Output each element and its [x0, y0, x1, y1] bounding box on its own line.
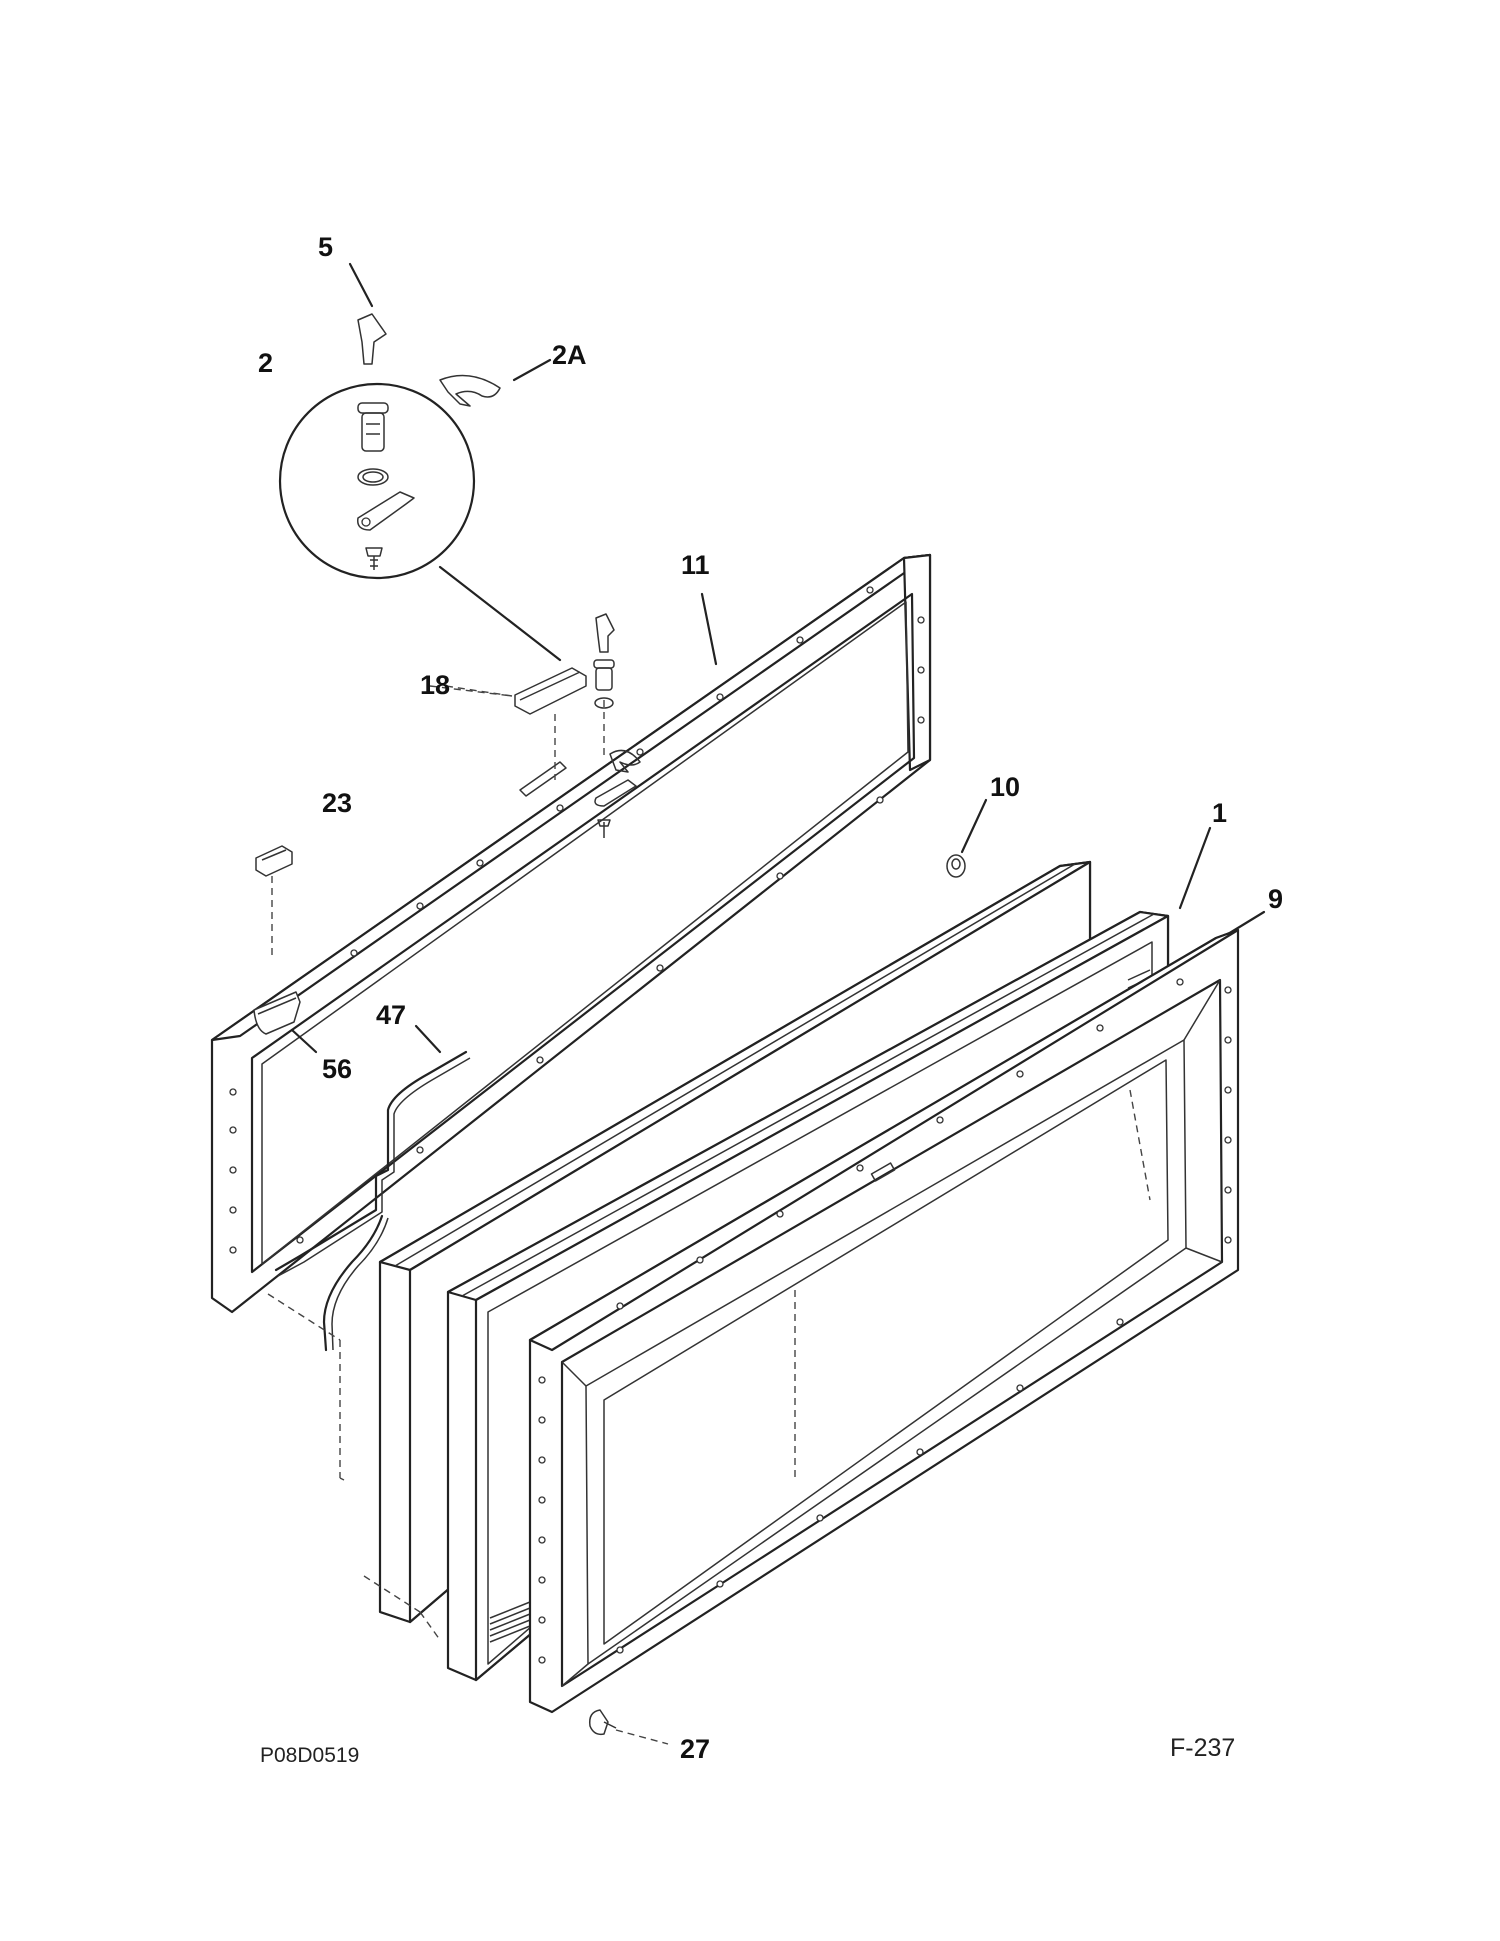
drawing-code: P08D0519 — [260, 1744, 359, 1767]
label-part-23: 23 — [322, 788, 352, 818]
bumper — [946, 798, 988, 878]
label-part-10: 10 — [990, 772, 1020, 802]
figure-number: F-237 — [1170, 1734, 1235, 1762]
label-part-47: 47 — [376, 1000, 406, 1030]
label-part-27: 27 — [680, 1734, 710, 1764]
key — [348, 262, 387, 365]
lock-parts-exploded — [593, 613, 641, 838]
part-labels: 5 2 2A 11 18 23 10 1 9 47 56 27 — [258, 232, 1283, 1764]
push-pin — [588, 1709, 669, 1745]
label-part-1: 1 — [1212, 798, 1227, 828]
outer-door-panel — [528, 928, 1240, 1714]
lock-assembly-detail — [278, 382, 562, 662]
label-part-56: 56 — [322, 1054, 352, 1084]
label-part-18: 18 — [420, 670, 450, 700]
door-handle — [445, 667, 587, 780]
label-part-5: 5 — [318, 232, 333, 262]
bracket — [253, 991, 318, 1054]
label-part-2: 2 — [258, 348, 273, 378]
door-liner-frame — [210, 553, 932, 1314]
label-part-2A: 2A — [552, 340, 587, 370]
hinge-clip — [255, 845, 293, 960]
retainer-clip — [439, 358, 552, 407]
label-part-11: 11 — [681, 550, 710, 580]
label-part-9: 9 — [1268, 884, 1283, 914]
leader-lines — [267, 592, 1266, 1641]
heater-wire — [274, 1024, 471, 1352]
